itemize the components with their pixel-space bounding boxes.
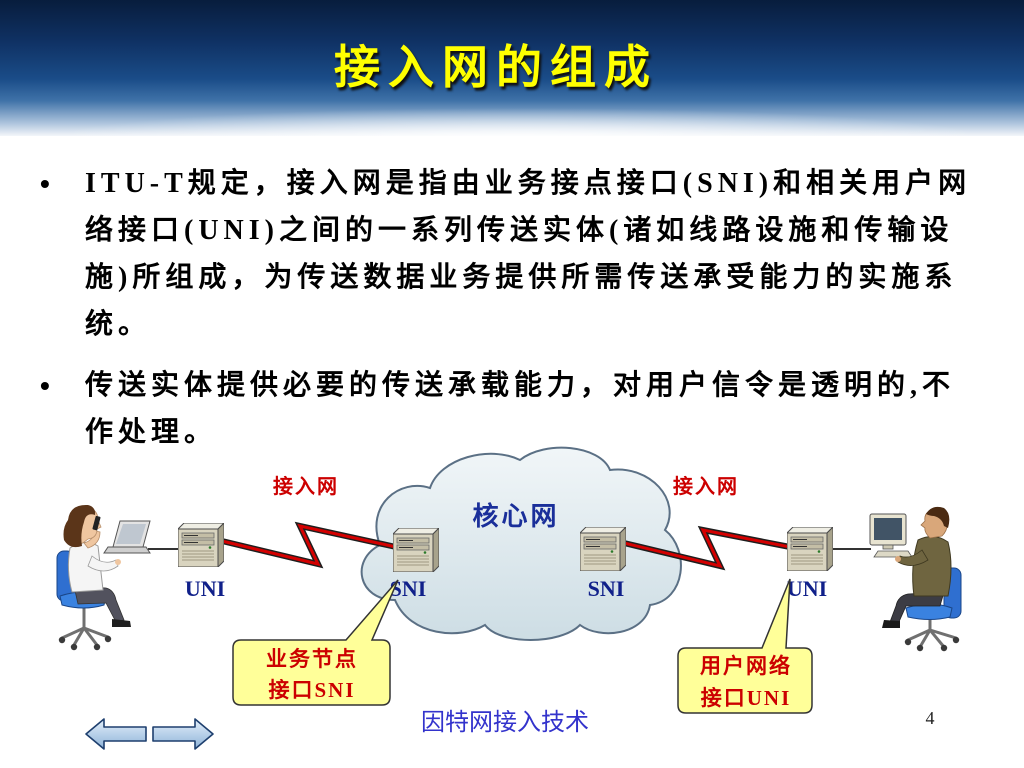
server-icon xyxy=(787,527,833,571)
callout-uni-line1: 用户网络 xyxy=(700,654,792,678)
callout-sni: 业务节点 接口SNI xyxy=(232,579,399,706)
bullet-line: 络接口(UNI)之间的一系列传送实体(诸如线路设施和传输设 xyxy=(85,215,954,246)
server-icon xyxy=(178,523,224,567)
slide-title: 接入网的组成 xyxy=(334,42,658,93)
core-network-label: 核心网 xyxy=(472,501,559,531)
access-network-label-left: 接入网 xyxy=(273,475,339,498)
bullet-item-1: ITU-T规定，接入网是指由业务接点接口(SNI)和相关用户网 络接口(UNI)… xyxy=(85,160,1010,348)
desktop-computer-icon xyxy=(869,513,913,558)
office-chair xyxy=(904,567,962,652)
office-chair xyxy=(56,550,112,651)
footer-course-title: 因特网接入技术 xyxy=(421,710,589,736)
bullet-marker xyxy=(40,362,60,409)
bullet-item-2: 传送实体提供必要的传送承载能力，对用户信令是透明的,不 作处理。 xyxy=(85,362,1010,456)
laptop-icon xyxy=(103,520,151,554)
arrow-right-icon xyxy=(152,718,214,750)
callout-uni-line2: 接口UNI xyxy=(701,686,792,710)
man-user-figure xyxy=(882,506,962,652)
header-band xyxy=(0,0,1024,136)
callout-sni-line2: 接口SNI xyxy=(268,678,355,702)
next-slide-button[interactable] xyxy=(151,717,215,751)
server-icon xyxy=(393,528,439,572)
callout-sni-line1: 业务节点 xyxy=(266,647,358,671)
bullet-line: ITU-T规定，接入网是指由业务接点接口(SNI)和相关用户网 xyxy=(85,168,972,199)
previous-slide-button[interactable] xyxy=(84,717,148,751)
uni-label-left: UNI xyxy=(185,576,225,601)
access-link-left xyxy=(221,521,397,569)
bullet-line: 作处理。 xyxy=(85,417,218,448)
arrow-left-icon xyxy=(85,718,147,750)
uni-label-right: UNI xyxy=(787,576,827,601)
bullet-marker xyxy=(40,160,60,207)
page-number: 4 xyxy=(925,708,935,728)
bullet-line: 施)所组成，为传送数据业务提供所需传送承受能力的实施系 xyxy=(85,262,958,293)
access-link-right xyxy=(623,525,791,571)
sni-label-right: SNI xyxy=(588,576,625,601)
woman-user-figure xyxy=(56,504,131,651)
core-network-cloud xyxy=(360,446,682,641)
callout-uni: 用户网络 接口UNI xyxy=(677,578,813,714)
bullet-line: 传送实体提供必要的传送承载能力，对用户信令是透明的,不 xyxy=(85,370,956,401)
access-network-label-right: 接入网 xyxy=(673,475,739,498)
bullet-line: 统。 xyxy=(85,309,152,340)
server-icon xyxy=(580,527,626,571)
sni-label-left: SNI xyxy=(390,576,427,601)
